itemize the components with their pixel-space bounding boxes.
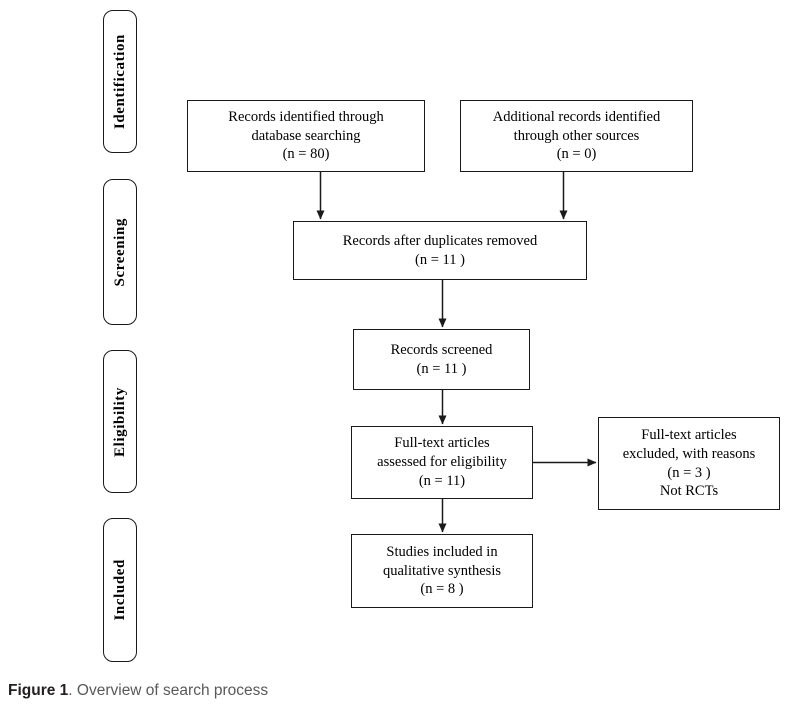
- box-duplicates-removed-text: Records after duplicates removed (n = 11…: [342, 232, 538, 268]
- stage-screening-label: Screening: [111, 217, 128, 287]
- box-duplicates-removed: Records after duplicates removed (n = 11…: [293, 221, 587, 280]
- stage-included: Included: [103, 518, 137, 662]
- box-studies-included: Studies included in qualitative synthesi…: [351, 534, 533, 608]
- box-fulltext-excluded: Full-text articles excluded, with reason…: [598, 417, 780, 510]
- box-studies-included-text: Studies included in qualitative synthesi…: [383, 543, 501, 598]
- stage-eligibility-label: Eligibility: [111, 386, 128, 457]
- box-records-screened-text: Records screened (n = 11 ): [390, 341, 493, 377]
- box-records-identified-text: Records identified through database sear…: [228, 108, 384, 163]
- box-records-identified: Records identified through database sear…: [187, 100, 425, 172]
- stage-included-label: Included: [111, 559, 128, 621]
- box-records-screened: Records screened (n = 11 ): [353, 329, 530, 390]
- box-additional-records: Additional records identified through ot…: [460, 100, 693, 172]
- stage-identification-label: Identification: [111, 33, 128, 130]
- figure-caption-text: . Overview of search process: [68, 682, 269, 699]
- figure-caption: Figure 1. Overview of search process: [8, 682, 268, 700]
- stage-identification: Identification: [103, 10, 137, 153]
- stage-eligibility: Eligibility: [103, 350, 137, 493]
- box-additional-records-text: Additional records identified through ot…: [492, 108, 661, 163]
- box-fulltext-excluded-text: Full-text articles excluded, with reason…: [622, 426, 756, 500]
- figure-caption-label: Figure 1: [8, 682, 69, 699]
- box-fulltext-assessed: Full-text articles assessed for eligibil…: [351, 426, 533, 499]
- stage-screening: Screening: [103, 179, 137, 325]
- box-fulltext-assessed-text: Full-text articles assessed for eligibil…: [377, 435, 507, 489]
